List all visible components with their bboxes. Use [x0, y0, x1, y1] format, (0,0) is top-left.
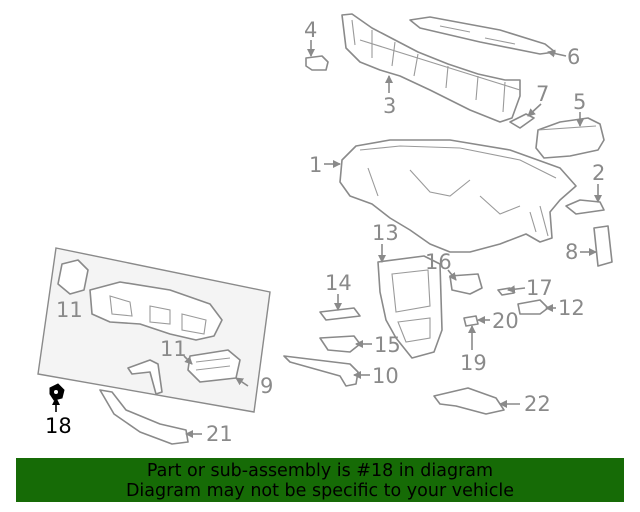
callout-14: 14 — [325, 271, 352, 295]
callout-8: 8 — [565, 240, 578, 264]
callout-13: 13 — [372, 221, 399, 245]
callout-20: 20 — [492, 309, 519, 333]
part-4-bracket — [305, 55, 329, 71]
part-1-instrument-panel — [339, 139, 577, 253]
part-13-center-bezel — [377, 255, 443, 359]
part-2-bracket — [565, 199, 605, 215]
banner-line-2: Diagram may not be specific to your vehi… — [125, 481, 515, 501]
callout-2: 2 — [592, 161, 605, 185]
part-8-panel — [593, 225, 613, 267]
part-7-vent — [509, 113, 535, 129]
part-22-panel — [433, 387, 505, 415]
banner-line-1: Part or sub-assembly is #18 in diagram — [146, 461, 494, 481]
callout-5: 5 — [573, 90, 586, 114]
callout-16: 16 — [425, 250, 452, 274]
part-10-lower-trim — [283, 355, 359, 387]
callout-11-lower: 11 — [160, 337, 187, 361]
callout-12: 12 — [558, 296, 585, 320]
callout-21: 21 — [206, 422, 233, 446]
callout-22: 22 — [524, 392, 551, 416]
part-20-fastener — [463, 315, 479, 327]
leader-lines — [52, 40, 602, 438]
callout-7: 7 — [536, 82, 549, 106]
callout-11-upper: 11 — [56, 298, 83, 322]
part-14-tray — [319, 307, 361, 321]
callout-labels: 4 3 6 7 5 1 2 8 13 16 14 17 12 20 19 15 … — [45, 18, 605, 446]
callout-9: 9 — [260, 374, 273, 398]
part-16-bracket — [449, 273, 483, 295]
callout-10: 10 — [372, 364, 399, 388]
part-3-support-beam — [341, 13, 521, 123]
part-12-switch — [517, 299, 549, 315]
info-banner: Part or sub-assembly is #18 in diagram D… — [16, 458, 624, 502]
part-18-clip — [49, 383, 65, 401]
callout-15: 15 — [374, 333, 401, 357]
callout-1: 1 — [309, 153, 322, 177]
part-15-pocket — [319, 335, 361, 353]
part-6-defroster-duct — [409, 16, 556, 55]
callout-3: 3 — [383, 94, 396, 118]
callout-17: 17 — [526, 276, 553, 300]
callout-19: 19 — [460, 351, 487, 375]
part-9-assembly — [37, 247, 271, 413]
callout-4: 4 — [304, 18, 317, 42]
callout-18: 18 — [45, 414, 72, 438]
part-5-airbag-module — [535, 117, 605, 159]
callout-6: 6 — [567, 45, 580, 69]
